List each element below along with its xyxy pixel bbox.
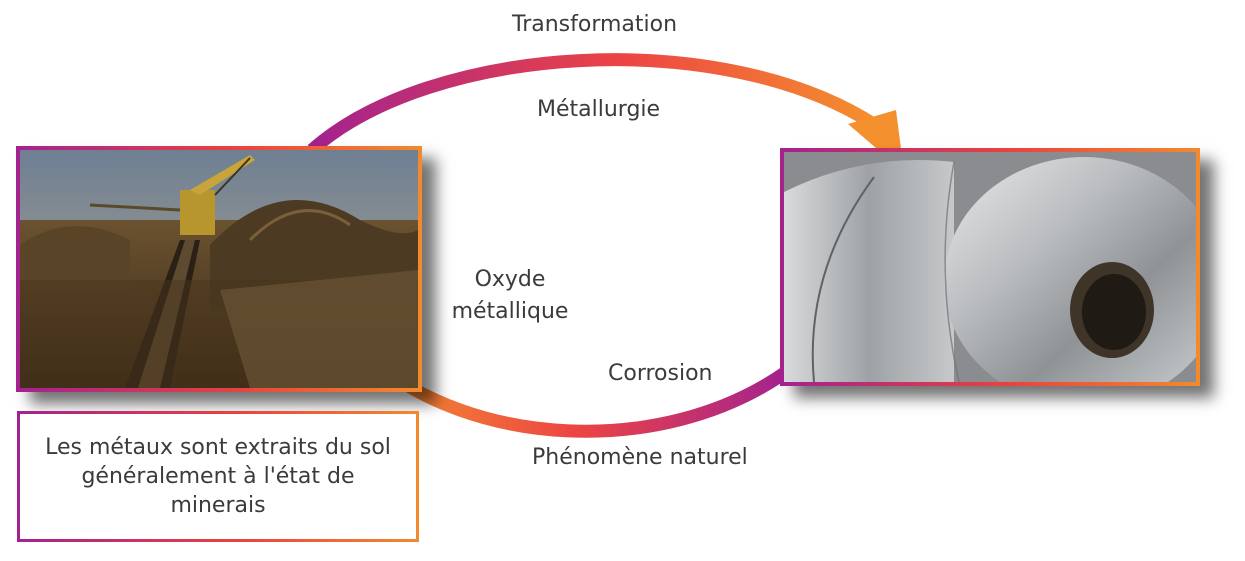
mining-image [20,150,418,388]
coil-image [784,152,1196,382]
ore-mining-photo [16,146,422,392]
top-arc-arrow [307,53,879,155]
bottom-arc-arrow [367,355,790,438]
caption-text: Les métaux sont extraits du sol générale… [20,414,416,539]
transformation-label: Transformation [512,12,678,37]
oxyde-metallique-label: Oxyde métallique [440,264,580,328]
corrosion-label: Corrosion [608,361,713,386]
oxyde-line: Oxyde [474,267,546,292]
steel-coil-photo [780,148,1200,386]
phenomene-naturel-label: Phénomène naturel [532,445,748,470]
metallurgie-label: Métallurgie [537,97,661,122]
metallique-line: métallique [451,299,569,324]
caption-box: Les métaux sont extraits du sol générale… [17,411,419,542]
